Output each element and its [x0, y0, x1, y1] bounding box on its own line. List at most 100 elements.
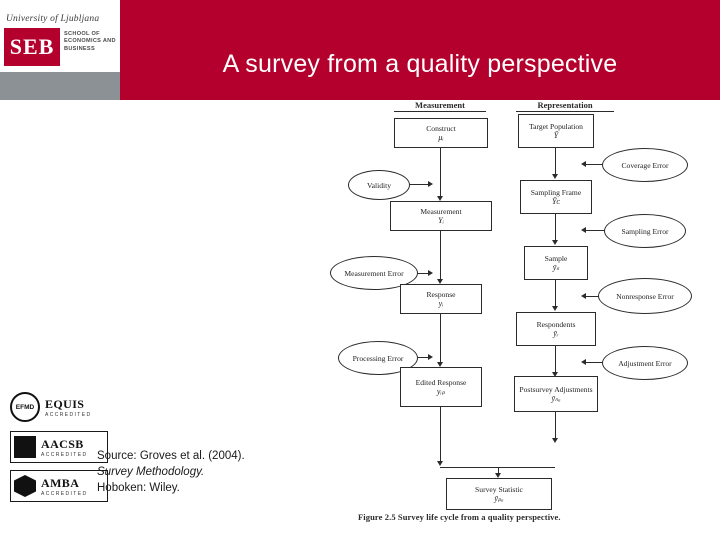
- amba-label: AMBA: [41, 475, 80, 490]
- connector-line: [555, 410, 556, 440]
- node-validity-title: Validity: [366, 180, 392, 190]
- page-title: A survey from a quality perspective: [222, 50, 618, 78]
- node-survey-statistic: Survey Statistic ȳₚₐ: [446, 478, 552, 510]
- column-header-representation: Representation: [516, 100, 614, 112]
- arrow-left-icon: [581, 293, 586, 299]
- arrow-down-icon: [437, 461, 443, 466]
- arrow-down-icon: [552, 306, 558, 311]
- connector-line: [586, 230, 606, 231]
- connector-line: [498, 467, 499, 475]
- university-name: University of Ljubljana: [6, 14, 100, 24]
- seb-logo: SEB SCHOOL OF ECONOMICS AND BUSINESS: [4, 28, 116, 68]
- amba-icon: [14, 475, 36, 497]
- connector-line: [586, 164, 606, 165]
- accreditation-amba: AMBA ACCREDITED: [10, 470, 108, 502]
- grey-accent-bar: [0, 72, 120, 100]
- node-construct-symbol: μᵢ: [438, 133, 444, 142]
- node-postsurvey-adjustments-symbol: ȳₙₐ: [551, 394, 561, 403]
- survey-lifecycle-figure: Measurement Representation Construct μᵢ …: [330, 96, 708, 534]
- node-sampling-frame-title: Sampling Frame: [530, 188, 582, 197]
- amba-sub: ACCREDITED: [41, 490, 88, 497]
- arrow-down-icon: [552, 438, 558, 443]
- connector-line: [440, 146, 441, 198]
- arrow-down-icon: [437, 362, 443, 367]
- seb-logo-subtitle: SCHOOL OF ECONOMICS AND BUSINESS: [64, 31, 116, 52]
- figure-caption: Figure 2.5 Survey life cycle from a qual…: [358, 512, 561, 522]
- connector-line: [440, 312, 441, 364]
- source-line-2: Survey Methodology.: [97, 466, 205, 478]
- column-header-measurement: Measurement: [394, 100, 486, 112]
- node-adjustment-error: Adjustment Error: [602, 346, 688, 380]
- aacsb-icon: [14, 436, 36, 458]
- arrow-left-icon: [581, 161, 586, 167]
- connector-line: [440, 395, 441, 463]
- node-processing-error-title: Processing Error: [352, 353, 404, 363]
- connector-line: [406, 184, 430, 185]
- aacsb-sub: ACCREDITED: [41, 451, 88, 458]
- node-response-symbol: yᵢ: [438, 299, 444, 308]
- node-measurement-title: Measurement: [420, 207, 462, 216]
- node-sampling-error-title: Sampling Error: [621, 226, 669, 236]
- aacsb-label: AACSB: [41, 436, 84, 451]
- node-nonresponse-error: Nonresponse Error: [598, 278, 692, 314]
- node-postsurvey-adjustments-title: Postsurvey Adjustments: [519, 385, 593, 394]
- node-adjustment-error-title: Adjustment Error: [618, 358, 672, 368]
- connector-line: [555, 344, 556, 374]
- node-sample: Sample ȳₛ: [524, 246, 588, 280]
- node-construct: Construct μᵢ: [394, 118, 488, 148]
- arrow-right-icon: [428, 181, 433, 187]
- equis-label: EQUIS: [45, 396, 85, 411]
- node-construct-title: Construct: [426, 124, 456, 133]
- branding-column: University of Ljubljana SEB SCHOOL OF EC…: [0, 0, 120, 540]
- accreditation-aacsb: AACSB ACCREDITED: [10, 431, 108, 463]
- node-respondents-title: Respondents: [536, 320, 576, 329]
- node-nonresponse-error-title: Nonresponse Error: [616, 291, 674, 301]
- connector-line: [555, 212, 556, 242]
- seb-logo-mark: SEB: [4, 28, 60, 66]
- node-measurement: Measurement Yᵢ: [390, 201, 492, 231]
- connector-line: [440, 467, 555, 468]
- connector-line: [586, 296, 606, 297]
- node-respondents: Respondents ȳᵣ: [516, 312, 596, 346]
- node-target-population: Target Population Ȳ: [518, 114, 594, 148]
- arrow-left-icon: [581, 227, 586, 233]
- connector-line: [586, 362, 606, 363]
- equis-sub: ACCREDITED: [45, 411, 92, 418]
- node-target-population-symbol: Ȳ: [553, 131, 559, 140]
- node-coverage-error-title: Coverage Error: [621, 160, 669, 170]
- source-citation: Source: Groves et al. (2004). Survey Met…: [97, 448, 317, 496]
- connector-line: [440, 229, 441, 281]
- node-measurement-error-title: Measurement Error: [344, 268, 404, 278]
- arrow-down-icon: [552, 174, 558, 179]
- university-logo: University of Ljubljana: [6, 8, 114, 24]
- node-sample-title: Sample: [544, 254, 568, 263]
- arrow-right-icon: [428, 354, 433, 360]
- node-sampling-error: Sampling Error: [604, 214, 686, 248]
- node-sampling-frame-symbol: Ȳᴄ: [551, 197, 561, 206]
- connector-line: [555, 278, 556, 308]
- arrow-down-icon: [437, 196, 443, 201]
- node-coverage-error: Coverage Error: [602, 148, 688, 182]
- arrow-down-icon: [437, 279, 443, 284]
- arrow-left-icon: [581, 359, 586, 365]
- node-edited-response: Edited Response yᵢₚ: [400, 367, 482, 407]
- arrow-right-icon: [428, 270, 433, 276]
- accreditation-equis: EFMD EQUIS ACCREDITED: [10, 392, 106, 422]
- connector-line: [555, 146, 556, 176]
- arrow-down-icon: [552, 372, 558, 377]
- node-edited-response-title: Edited Response: [415, 378, 467, 387]
- source-line-3: Hoboken: Wiley.: [97, 482, 180, 494]
- connector-line: [414, 273, 430, 274]
- node-response: Response yᵢ: [400, 284, 482, 314]
- node-validity: Validity: [348, 170, 410, 200]
- node-edited-response-symbol: yᵢₚ: [436, 387, 446, 396]
- arrow-down-icon: [495, 473, 501, 478]
- source-line-1: Source: Groves et al. (2004).: [97, 450, 245, 462]
- node-target-population-title: Target Population: [529, 122, 583, 131]
- node-survey-statistic-title: Survey Statistic: [475, 485, 523, 494]
- node-respondents-symbol: ȳᵣ: [553, 329, 559, 338]
- title-banner: A survey from a quality perspective: [120, 0, 720, 100]
- node-sample-symbol: ȳₛ: [552, 263, 560, 272]
- node-sampling-frame: Sampling Frame Ȳᴄ: [520, 180, 592, 214]
- accreditation-logos: EFMD EQUIS ACCREDITED AACSB ACCREDITED: [10, 392, 108, 509]
